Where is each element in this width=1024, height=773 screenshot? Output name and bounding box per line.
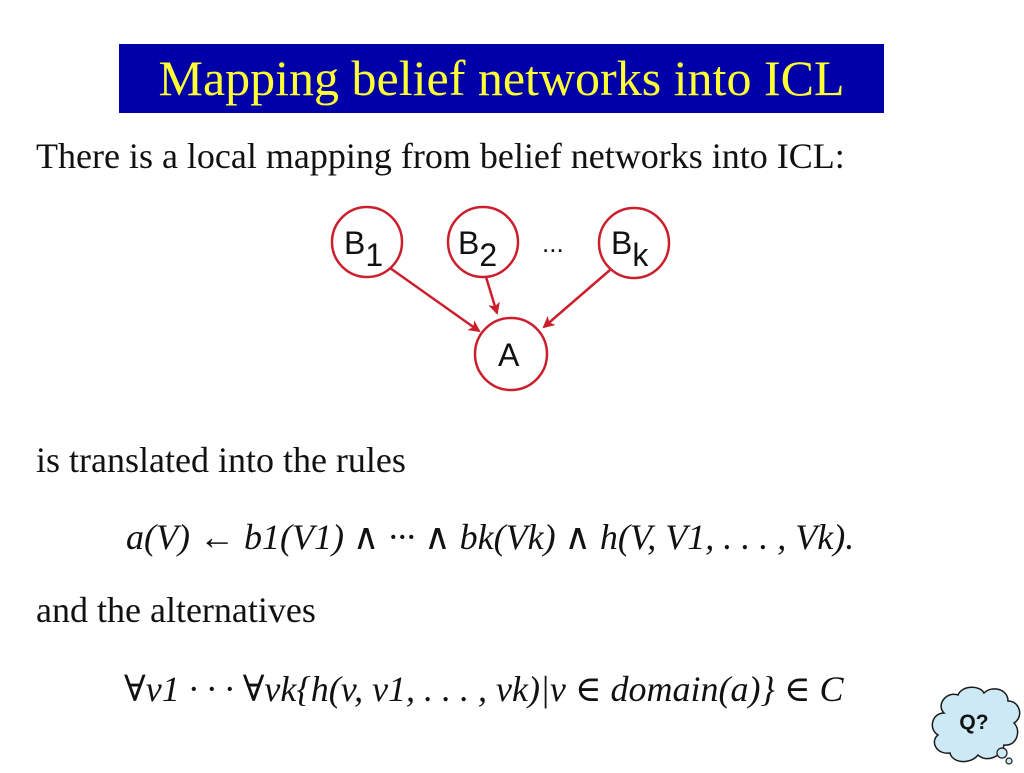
svg-text:B2: B2 <box>458 225 497 273</box>
ellipsis: ... <box>542 228 564 258</box>
slide-title: Mapping belief networks into ICL <box>119 44 884 113</box>
node-b2-sub: 2 <box>479 237 497 273</box>
help-bubble-label: Q? <box>959 711 989 734</box>
node-a-label: A <box>498 337 520 373</box>
rule-formula: a(V) ← b1(V1) ∧ ··· ∧ bk(Vk) ∧ h(V, V1, … <box>126 519 854 555</box>
svg-text:Bk: Bk <box>611 225 649 273</box>
node-b1-sub: 1 <box>365 237 383 273</box>
edge-b1-a <box>389 266 481 333</box>
translated-text: is translated into the rules <box>36 440 406 480</box>
rule-arrow: ← <box>198 517 235 557</box>
node-b1-base: B <box>344 225 365 261</box>
svg-text:B1: B1 <box>344 225 383 273</box>
node-b2-base: B <box>458 225 479 261</box>
node-bk: Bk <box>597 206 671 280</box>
node-b1: B1 <box>330 205 404 279</box>
edge-bk-a <box>542 269 611 329</box>
help-bubble-button[interactable]: Q? <box>926 683 1024 768</box>
node-bk-sub: k <box>632 237 649 273</box>
node-bk-base: B <box>611 225 632 261</box>
alternatives-text: and the alternatives <box>36 590 316 630</box>
cloud-help-icon <box>931 686 1021 765</box>
edge-b2-a <box>484 276 500 315</box>
alternatives-formula: ∀v1 · · · ∀vk{h(v, v1, . . . , vk)|v ∈ d… <box>124 669 844 709</box>
node-a: A <box>473 316 549 392</box>
rule-head: a(V) <box>126 517 190 557</box>
rule-body: b1(V1) ∧ ··· ∧ bk(Vk) ∧ h(V, V1, . . . ,… <box>243 517 855 557</box>
node-b2: B2 <box>446 205 520 279</box>
intro-text: There is a local mapping from belief net… <box>36 136 845 176</box>
